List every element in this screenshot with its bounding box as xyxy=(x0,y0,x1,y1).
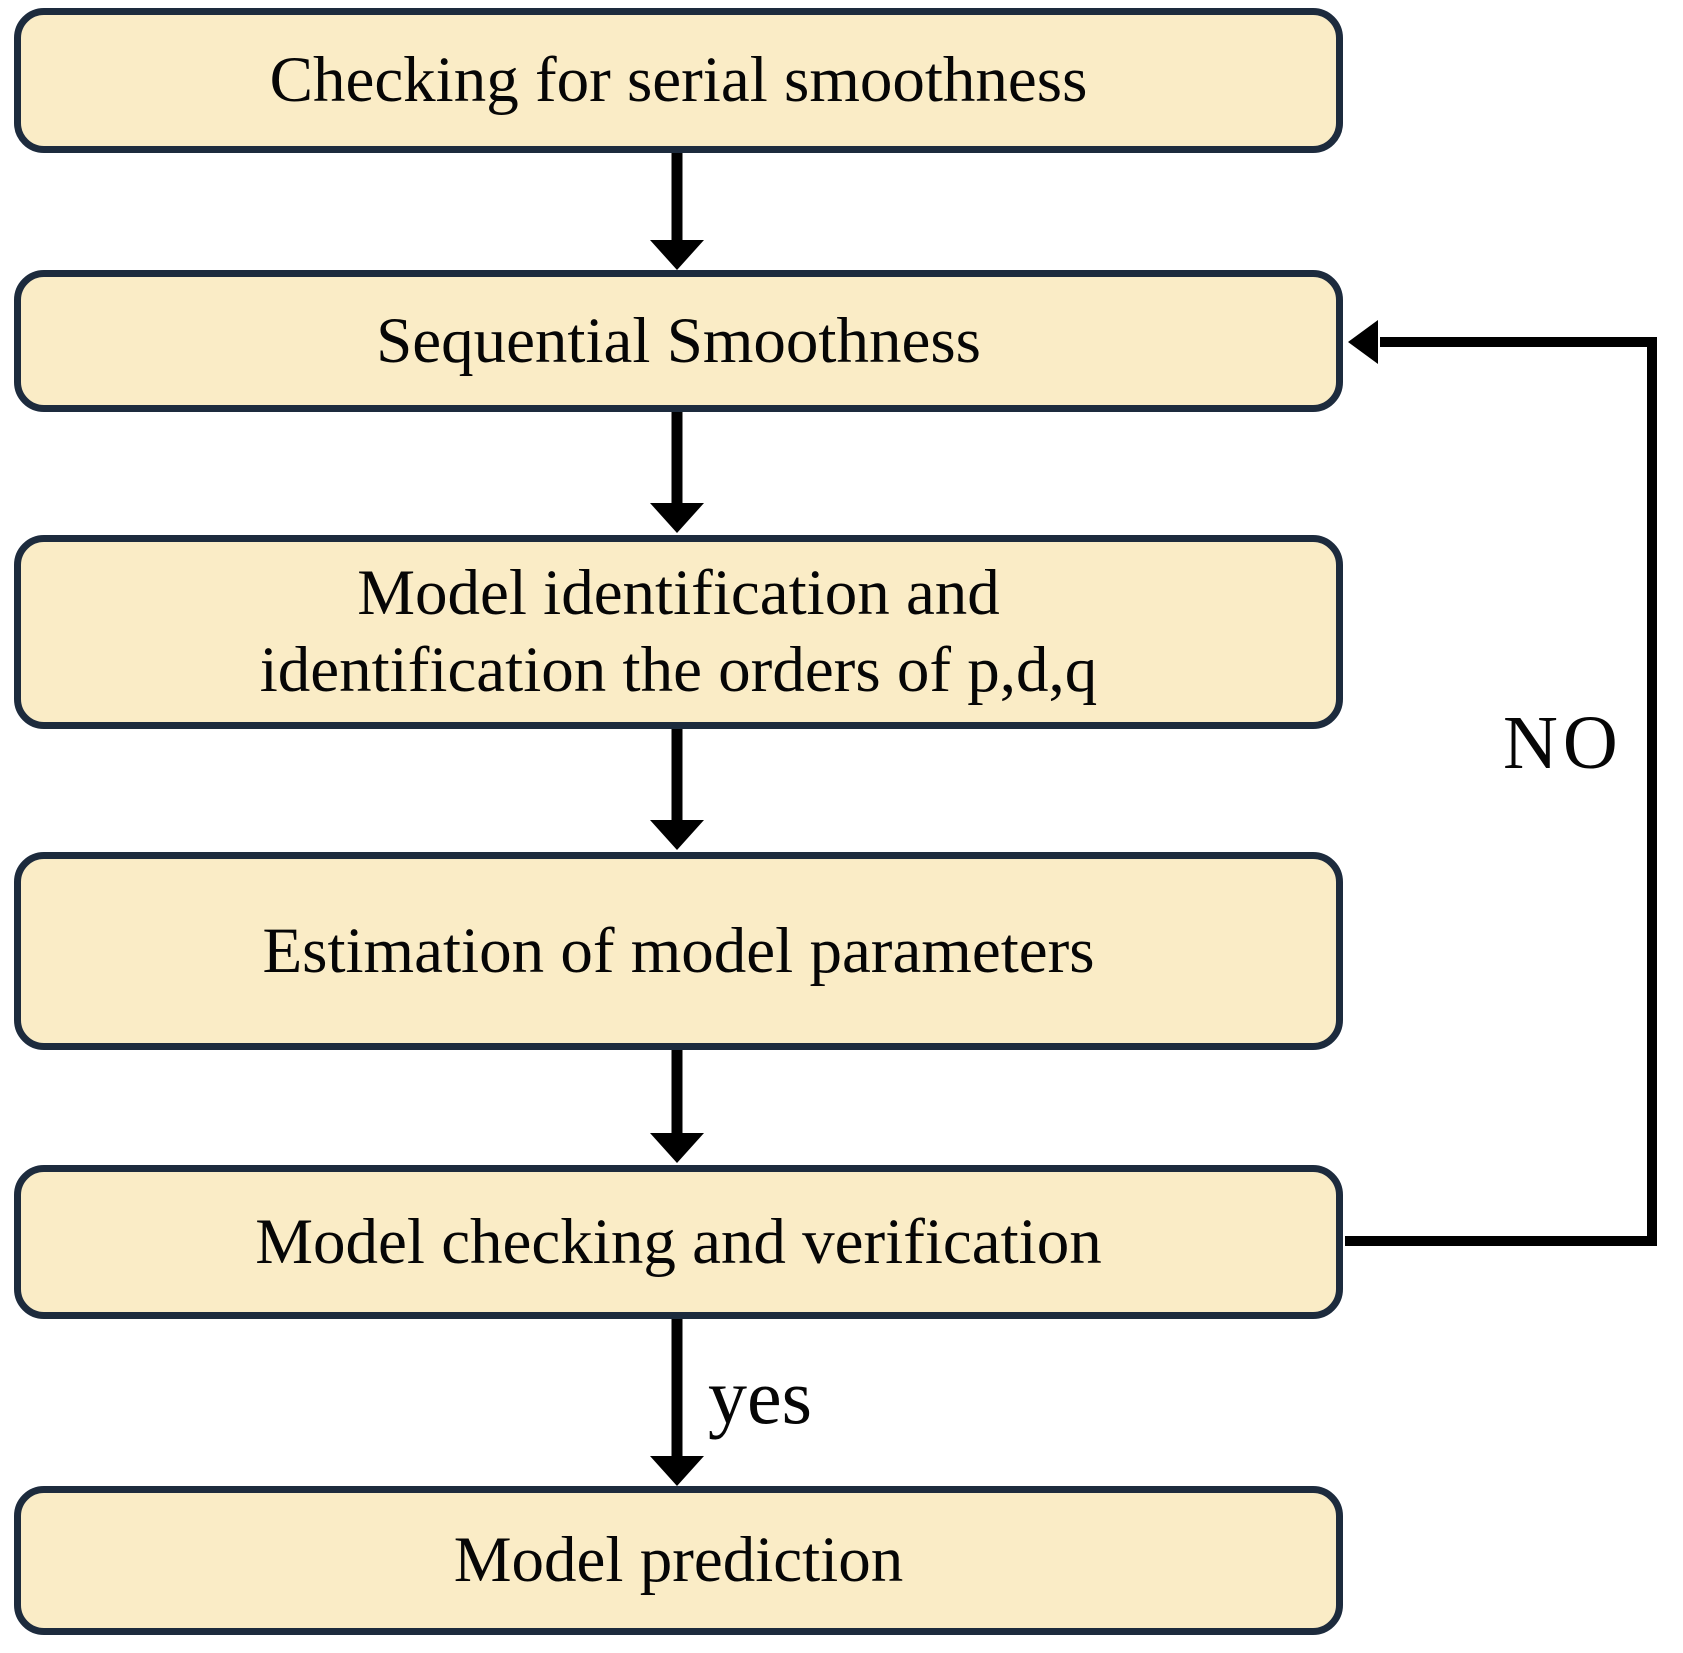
flow-box-label: Model prediction xyxy=(453,1524,904,1597)
arrowhead-3 xyxy=(650,820,704,850)
flow-box-label: Sequential Smoothness xyxy=(376,304,981,377)
flow-box-checking-serial-smoothness: Checking for serial smoothness xyxy=(14,8,1343,153)
flow-box-label: Estimation of model parameters xyxy=(262,914,1095,987)
flow-box-model-checking-verification: Model checking and verification xyxy=(14,1165,1343,1319)
arrowhead-no xyxy=(1348,320,1378,364)
edge-label-yes: yes xyxy=(708,1353,812,1440)
arrowhead-1 xyxy=(650,240,704,270)
arrowhead-2 xyxy=(650,503,704,533)
flow-box-sequential-smoothness: Sequential Smoothness xyxy=(14,270,1343,412)
flow-box-label-line-2: identification the orders of p,d,q xyxy=(259,634,1098,706)
flow-box-label: Checking for serial smoothness xyxy=(269,44,1088,117)
arrowhead-4 xyxy=(650,1133,704,1163)
flow-box-model-identification-orders: Model identification and identification … xyxy=(14,535,1343,729)
flow-box-estimation-model-parameters: Estimation of model parameters xyxy=(14,852,1343,1050)
edge-label-no: NO xyxy=(1503,701,1623,785)
no-loop-line xyxy=(1345,337,1657,1246)
flow-box-label-line-1: Model identification and xyxy=(357,557,1000,630)
arrowhead-yes xyxy=(650,1456,704,1486)
flow-box-model-prediction: Model prediction xyxy=(14,1486,1343,1635)
flow-box-label: Model checking and verification xyxy=(255,1205,1102,1278)
